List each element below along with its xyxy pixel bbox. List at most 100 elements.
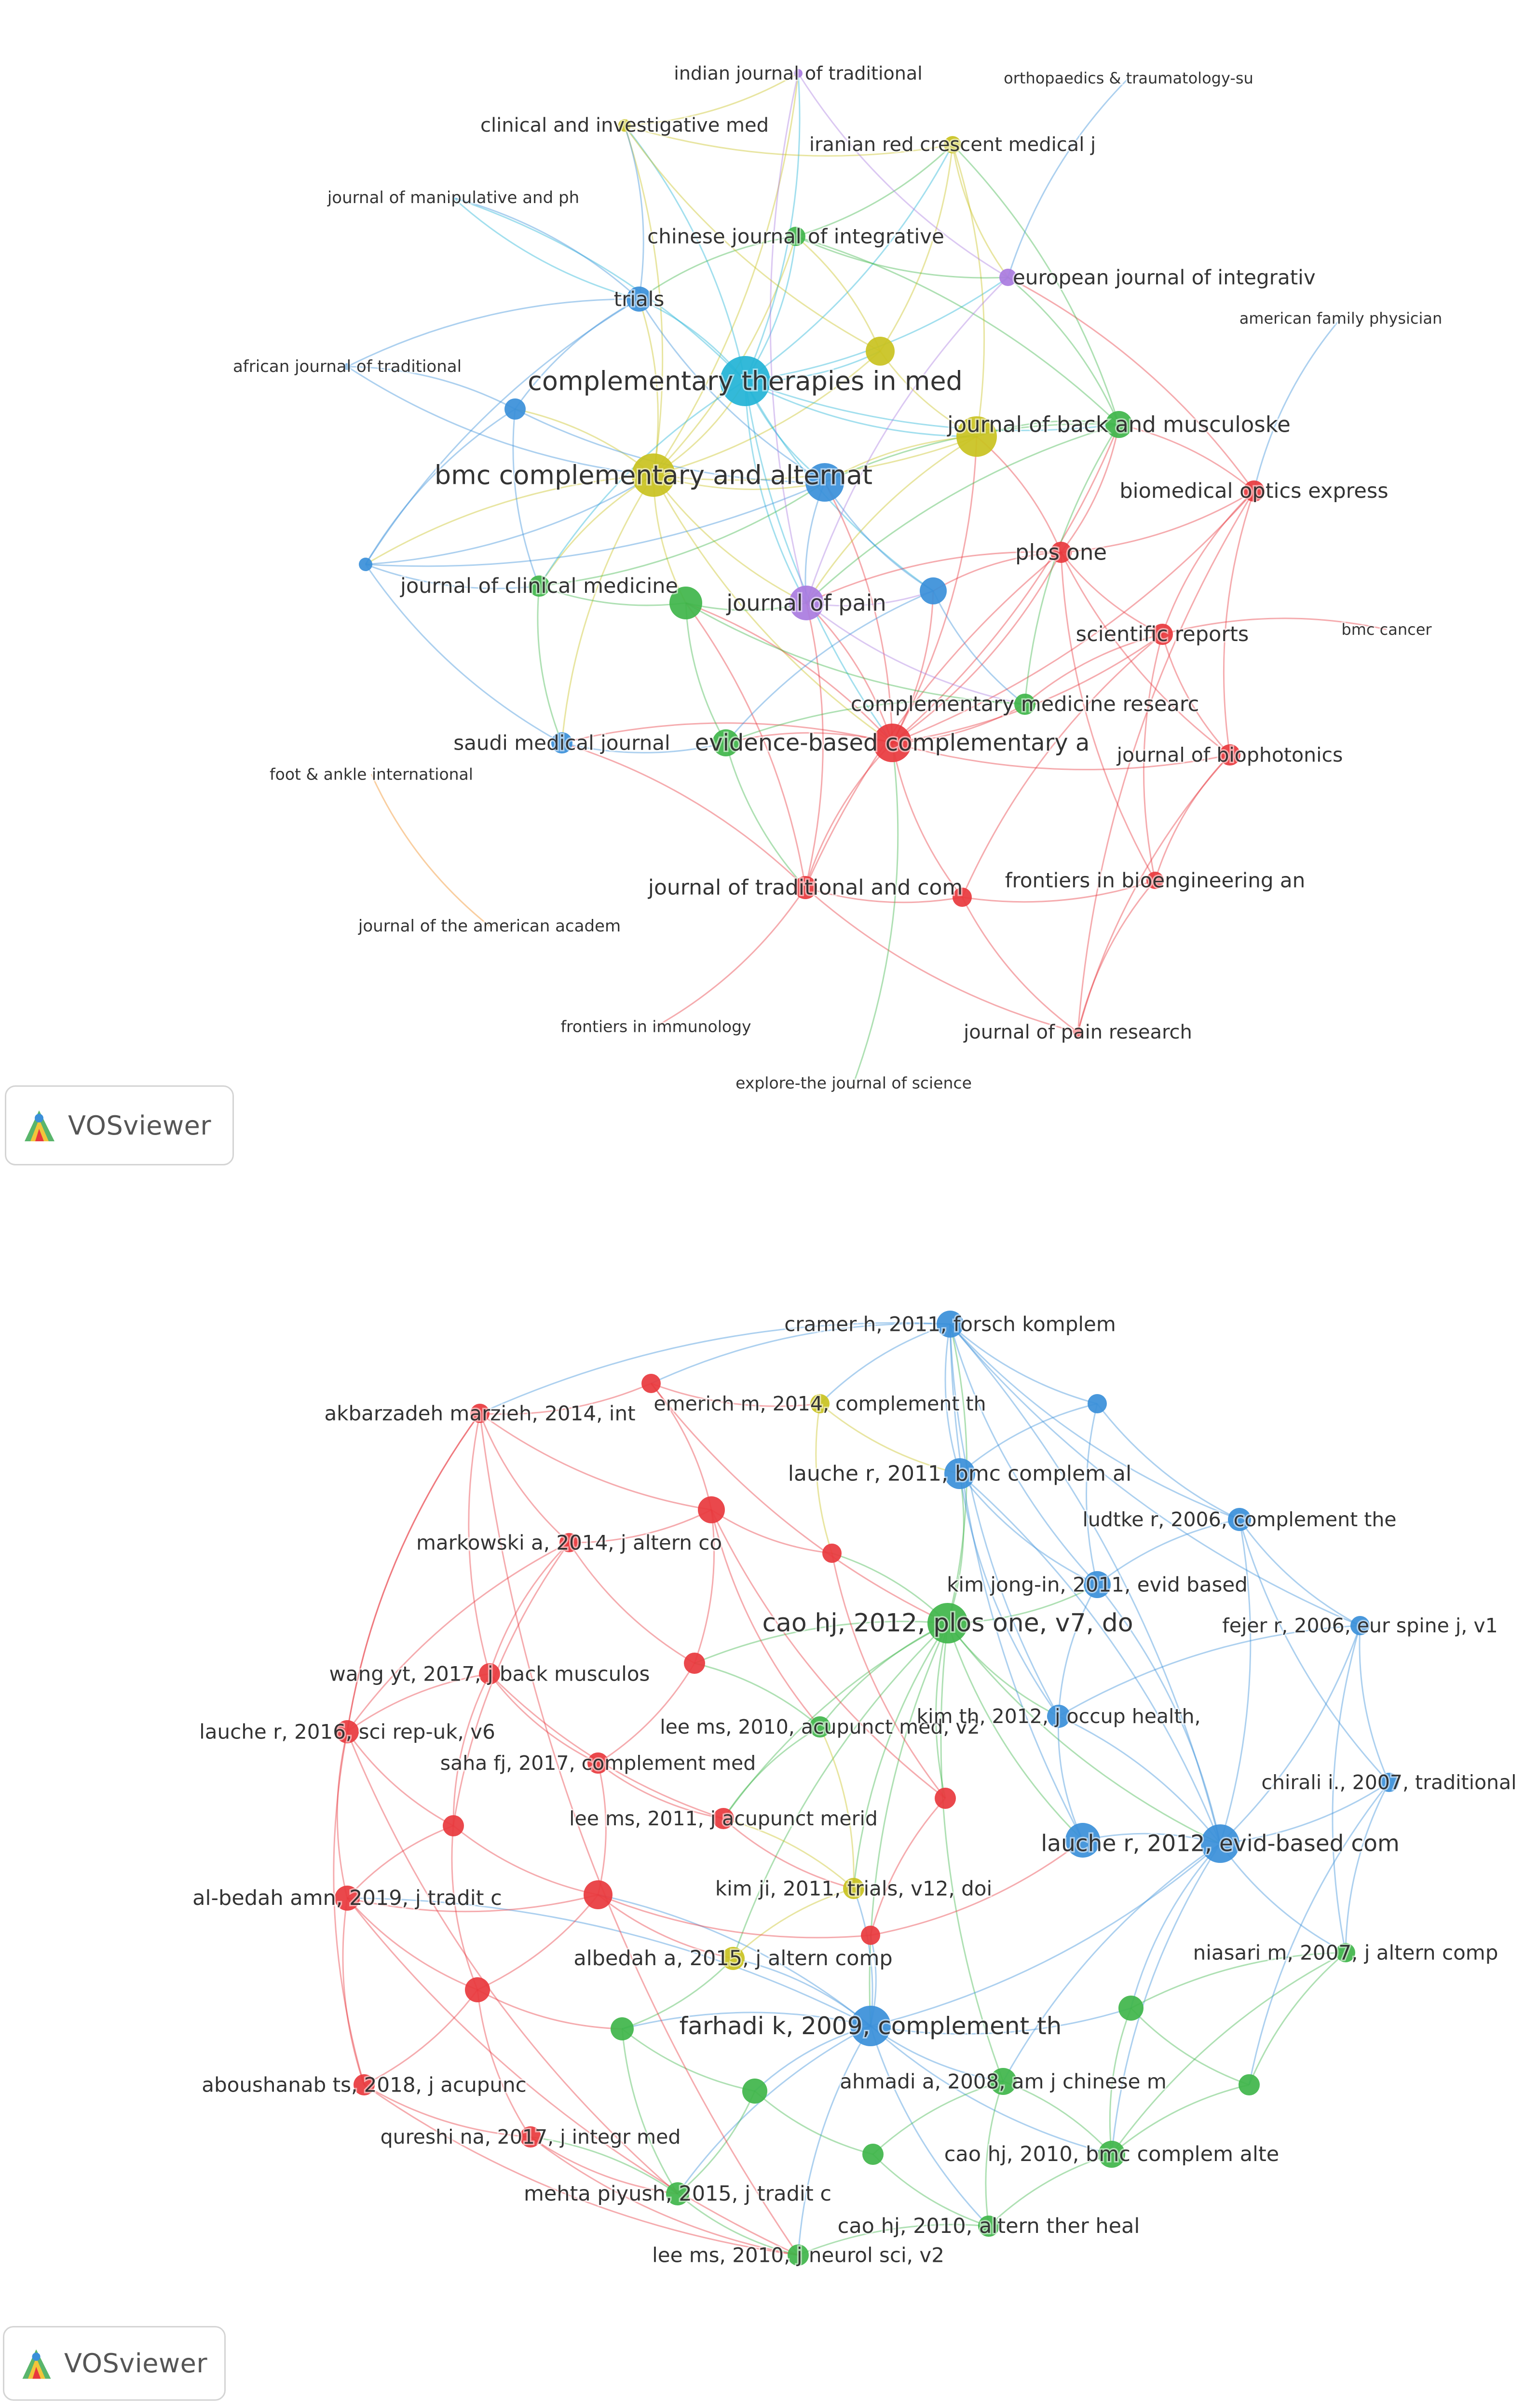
network-link — [1060, 552, 1156, 881]
node-label: plos one — [1015, 540, 1107, 565]
network-link — [638, 299, 659, 476]
network-node — [669, 587, 702, 619]
network-link — [853, 742, 899, 1083]
network-node — [1146, 872, 1164, 889]
vosviewer-brand-text: VOSviewer — [68, 1110, 212, 1141]
network-link — [722, 1726, 820, 1819]
network-link — [530, 2136, 678, 2195]
node-label: chinese journal of integrative — [647, 225, 944, 248]
network-link — [624, 125, 664, 476]
network-link — [1061, 490, 1254, 553]
network-link — [949, 1324, 1098, 1586]
network-node — [1201, 1824, 1239, 1863]
network-link — [805, 436, 977, 603]
network-link — [347, 298, 640, 368]
network-node — [335, 1886, 360, 1911]
network-node — [1050, 542, 1072, 563]
node-label: lauche r, 2011, bmc complem al — [788, 1462, 1131, 1486]
nodes-layer — [335, 1311, 1399, 2266]
network-link — [621, 2028, 679, 2194]
network-node — [1239, 2074, 1260, 2095]
network-node — [978, 2216, 999, 2237]
network-link — [745, 380, 1119, 431]
network-link — [530, 2136, 678, 2195]
network-link — [732, 1888, 854, 1959]
network-node — [1228, 1508, 1251, 1531]
network-link — [815, 1403, 833, 1554]
network-node — [354, 2074, 375, 2095]
network-link — [891, 436, 978, 743]
network-link — [655, 887, 806, 1027]
node-label: ludtke r, 2006, complement the — [1082, 1508, 1396, 1531]
node-label: journal of traditional and com — [648, 876, 963, 900]
network-link — [598, 1894, 871, 1939]
network-link — [976, 436, 1062, 553]
network-link — [949, 1324, 1221, 1844]
network-node — [1152, 624, 1173, 645]
node-label: niasari m, 2007, j altern comp — [1193, 1941, 1498, 1965]
network-node — [866, 337, 895, 366]
node-label: european journal of integrativ — [1013, 266, 1316, 289]
network-link — [365, 298, 640, 565]
node-label: mehta piyush, 2015, j tradit c — [524, 2182, 831, 2206]
network-link — [537, 586, 563, 743]
network-link — [722, 1622, 948, 1819]
node-label: american family physician — [1239, 309, 1443, 328]
network-node — [953, 888, 972, 907]
network-link — [477, 1989, 531, 2137]
node-label: kim jong-in, 2011, evid based — [947, 1573, 1248, 1597]
network-node — [794, 69, 803, 78]
network-link — [365, 474, 654, 565]
network-link — [364, 1989, 478, 2086]
network-link — [653, 474, 825, 490]
network-node — [1065, 1823, 1100, 1858]
network-link — [342, 1898, 365, 2085]
network-link — [1058, 1715, 1221, 1844]
network-node — [713, 1808, 734, 1829]
network-node — [862, 2144, 884, 2165]
network-link — [944, 1324, 961, 1474]
node-label: akbarzadeh marzieh, 2014, int — [324, 1402, 635, 1425]
network-link — [962, 879, 1156, 903]
network-link — [598, 1663, 695, 1764]
network-link — [723, 1818, 854, 1889]
network-link — [733, 1957, 871, 2027]
network-link — [685, 602, 893, 744]
network-link — [870, 2025, 990, 2227]
network-link — [1024, 633, 1163, 705]
network-link — [1111, 1952, 1346, 2155]
network-link — [694, 1620, 948, 1664]
network-link — [1008, 276, 1120, 425]
node-label: cao hj, 2010, bmc complem alte — [944, 2142, 1279, 2166]
node-label: lee ms, 2011, j acupunct merid — [569, 1807, 878, 1830]
network-link — [622, 2028, 755, 2092]
network-link — [1111, 2084, 1250, 2155]
node-label: bmc cancer — [1341, 620, 1432, 639]
network-link — [869, 1623, 949, 2026]
network-link — [870, 2025, 1112, 2155]
network-link — [745, 380, 977, 438]
network-link — [892, 742, 1230, 770]
network-link — [539, 585, 686, 606]
network-link — [891, 742, 963, 898]
network-link — [1359, 1625, 1390, 1783]
node-label: frontiers in immunology — [560, 1017, 751, 1036]
node-label: foot & ankle international — [270, 765, 473, 784]
network-link — [985, 2081, 1004, 2227]
network-link — [949, 1323, 1240, 1520]
network-link — [597, 1763, 607, 1895]
network-link — [650, 1383, 948, 1624]
network-link — [347, 1897, 871, 2027]
network-node — [479, 1663, 500, 1684]
network-link — [347, 1673, 490, 1733]
network-link — [1219, 1843, 1346, 1954]
network-link — [346, 1825, 454, 1899]
network-link — [947, 1584, 1098, 1624]
network-link — [538, 380, 746, 587]
network-link — [365, 474, 654, 565]
network-link — [1003, 2080, 1113, 2155]
node-label: complementary therapies in med — [528, 366, 963, 397]
